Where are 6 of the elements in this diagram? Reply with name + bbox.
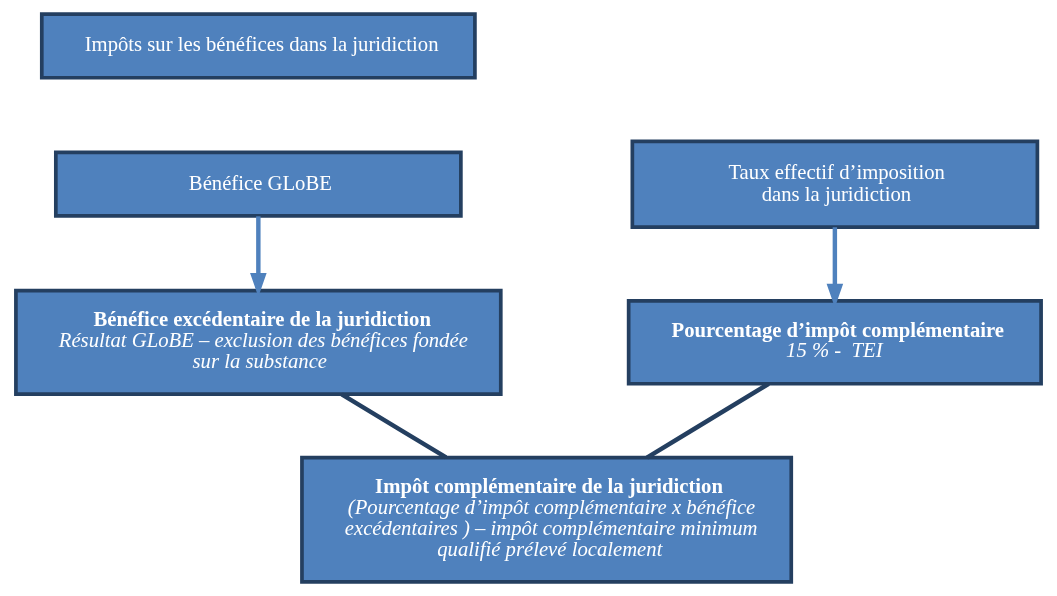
node-box: Bénéfice GLoBE bbox=[54, 150, 463, 218]
node-box: Taux effectif d’imposition dans la juridiction bbox=[630, 139, 1040, 229]
node-box: Impôt complémentaire de la juridiction (Pourcentage d’impôt complémentaire x bénéfice excédentaires ) – impôt complémentaire minimum qualifié prélevé localement bbox=[300, 455, 794, 584]
node-box: Impôts sur les bénéfices dans la juridiction bbox=[39, 12, 477, 80]
node-box: Pourcentage d’impôt complémentaire 15 % - TEI bbox=[626, 299, 1043, 386]
node-box: Bénéfice excédentaire de la juridiction Résultat GLoBE – exclusion des bénéfices fondée sur la substance bbox=[14, 288, 503, 396]
